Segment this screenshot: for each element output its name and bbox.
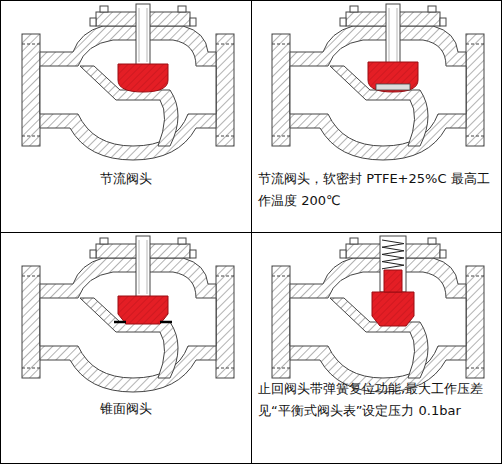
valve-section [22, 4, 234, 160]
valve-section [272, 236, 484, 392]
valve-section [22, 236, 234, 392]
cell-caption: 节流阀头，软密封 PTFE+25%C 最高工作温度 200℃ [258, 168, 494, 212]
cell-caption: 节流阀头 [4, 168, 248, 190]
valve-section [272, 4, 484, 160]
cell-caption: 锥面阀头 [4, 398, 248, 420]
cell-caption: 止回阀头带弹簧复位功能,最大工作压差见“平衡式阀头表”设定压力 0.1bar [258, 378, 494, 422]
spring-coil [382, 240, 404, 269]
table-rule [0, 232, 502, 233]
